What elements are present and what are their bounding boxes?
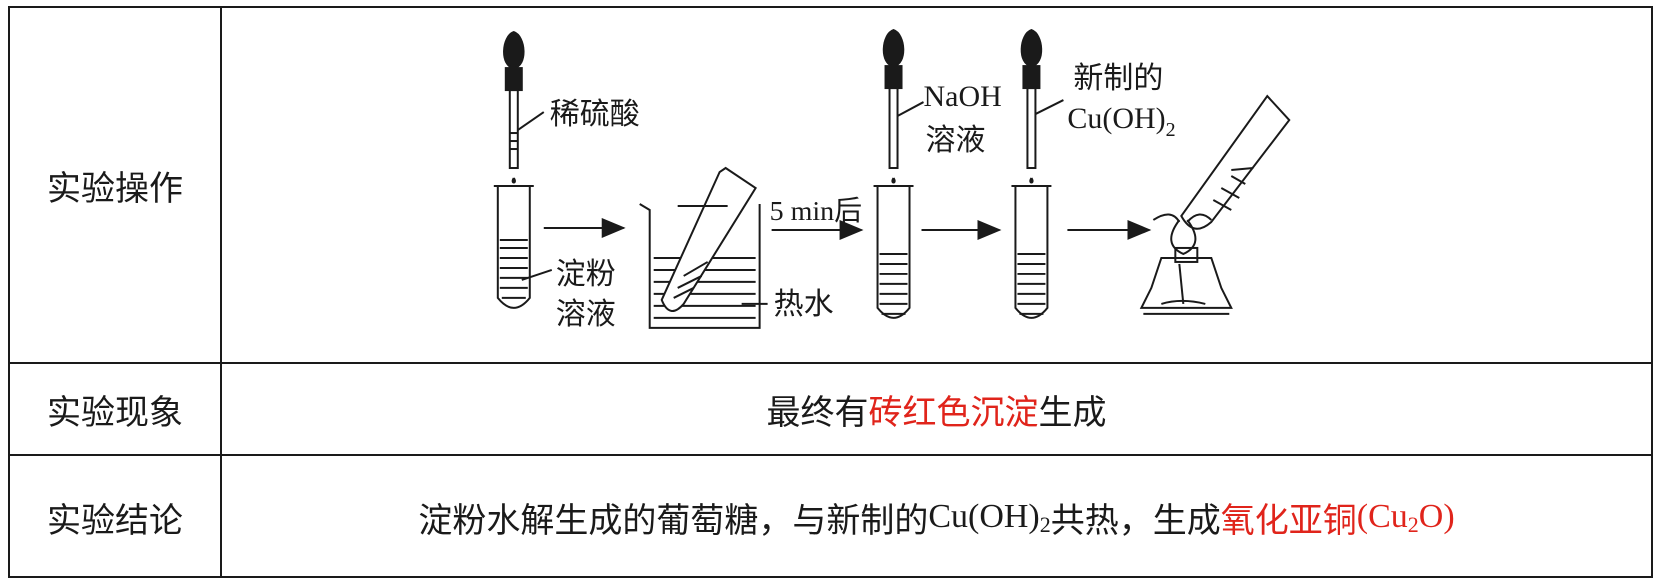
dropper-1-icon (503, 31, 525, 184)
row-divider-2 (10, 454, 1651, 456)
row-label-phenomenon: 实验现象 (47, 392, 183, 433)
label-cuoh-1: 新制的 (1073, 61, 1163, 96)
experiment-diagram-cell: 稀硫酸 淀粉 溶液 (222, 8, 1651, 362)
phenomenon-cell: 最终有砖红色沉淀生成 (222, 364, 1651, 454)
test-tube-1-icon (493, 185, 534, 309)
label-time: 5 min后 (770, 195, 862, 227)
column-divider (220, 8, 222, 576)
conclusion-text-2: 共热，生成 (1050, 500, 1221, 541)
conclusion-paren-close: O) (1418, 498, 1455, 535)
phenomenon-suffix: 生成 (1038, 392, 1107, 433)
conclusion-formula-sub: 2 (1039, 512, 1051, 537)
beaker-icon (639, 166, 761, 329)
conclusion-paren-sub: 2 (1407, 512, 1419, 537)
label-cuoh-2: Cu(OH)2 (1067, 102, 1175, 141)
label-starch-1: 淀粉 (556, 257, 616, 292)
experiment-table: 实验操作 稀硫酸 (8, 6, 1653, 578)
test-tube-2-icon (873, 185, 914, 319)
conclusion-text: 淀粉水解生成的葡萄糖，与新制的 (418, 500, 929, 541)
phenomenon-highlight: 砖红色沉淀 (868, 392, 1039, 433)
conclusion-highlight: 氧化亚铜 (1220, 500, 1357, 541)
row-label-conclusion: 实验结论 (47, 500, 183, 541)
row-label-operation: 实验操作 (47, 168, 183, 209)
row-divider-1 (10, 362, 1651, 364)
label-naoh-1: NaOH (924, 80, 1002, 113)
dropper-3-icon (1020, 29, 1043, 184)
dropper-2-icon (882, 29, 905, 184)
phenomenon-prefix: 最终有 (766, 392, 869, 433)
test-tube-3-icon (1011, 185, 1052, 319)
label-naoh-2: 溶液 (926, 123, 986, 158)
alcohol-lamp-icon (1139, 94, 1291, 315)
conclusion-paren-open: (Cu (1356, 498, 1408, 535)
label-acid: 稀硫酸 (550, 97, 640, 132)
conclusion-formula: Cu(OH) (928, 498, 1040, 535)
label-hot-water: 热水 (774, 287, 834, 322)
experiment-diagram: 稀硫酸 淀粉 溶液 (493, 29, 1291, 332)
label-starch-2: 溶液 (556, 297, 616, 332)
